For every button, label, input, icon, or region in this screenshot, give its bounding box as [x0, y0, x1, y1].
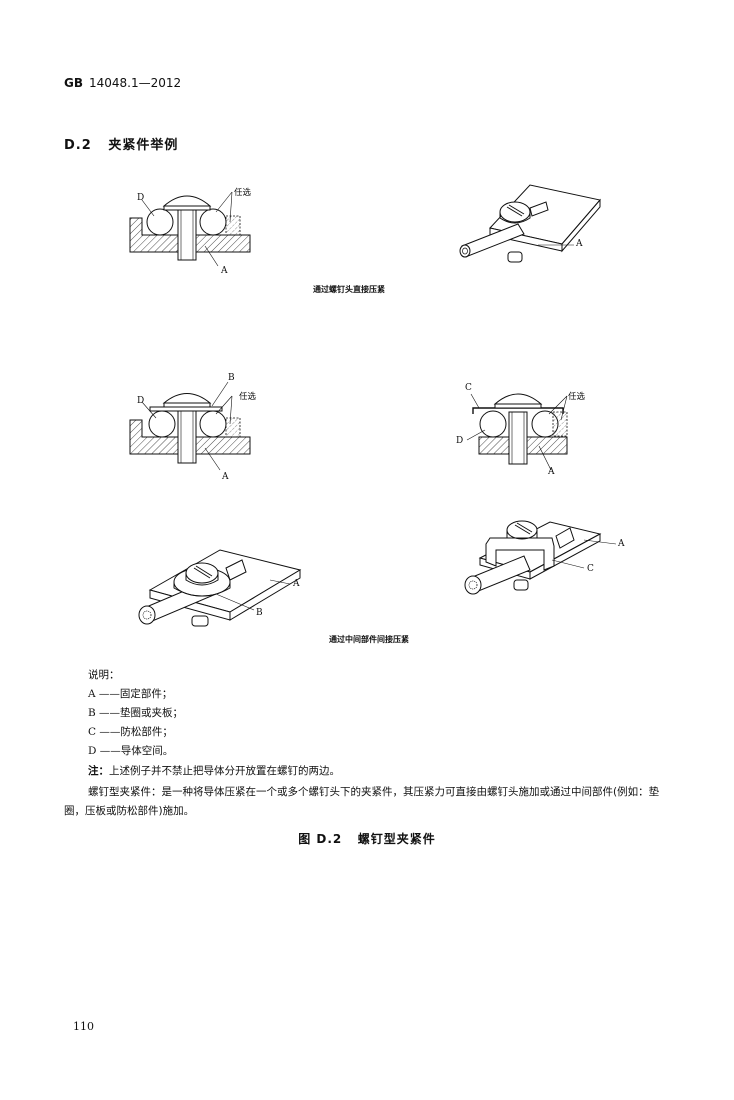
label-c-2: C: [587, 564, 594, 574]
figure-title: 图 D.2 螺钉型夹紧件: [0, 830, 734, 847]
label-optional-3: 任选: [568, 392, 586, 402]
legend-item-c: C ——防松部件；: [88, 726, 173, 738]
label-optional-1: 任选: [234, 188, 252, 198]
legend: 说明： A ——固定部件； B ——垫圈或夹板； C ——防松部件； D ——导…: [88, 666, 183, 761]
page-number: 110: [73, 1020, 94, 1033]
label-optional-2: 任选: [239, 392, 257, 402]
drawing-indirect-isometric-c: [464, 520, 617, 595]
note-text: 上述例子并不禁止把导体分开放置在螺钉的两边。: [109, 765, 340, 777]
label-a-5: A: [293, 579, 300, 589]
legend-item-d: D ——导体空间。: [88, 745, 174, 757]
drawing-indirect-section-b: [129, 381, 251, 471]
label-d-1: D: [137, 193, 145, 203]
label-d-2: D: [137, 396, 145, 406]
figure-title-text: 螺钉型夹紧件: [357, 832, 436, 846]
drawing-direct-section: [129, 191, 251, 267]
legend-item-b: B ——垫圈或夹板；: [88, 707, 184, 719]
caption-direct: 通过螺钉头直接压紧: [313, 285, 385, 294]
note-label: 注：: [88, 765, 109, 777]
label-a-2: A: [576, 239, 583, 249]
section-number: D.2: [64, 138, 92, 153]
label-a-6: A: [618, 539, 625, 549]
note: 注：上述例子并不禁止把导体分开放置在螺钉的两边。: [88, 763, 340, 778]
label-a-1: A: [221, 266, 228, 276]
drawing-indirect-isometric-b: [138, 549, 302, 627]
definition-paragraph: 螺钉型夹紧件：是一种将导体压紧在一个或多个螺钉头下的夹紧件，其压紧力可直接由螺钉…: [64, 786, 660, 817]
drawing-direct-isometric: [459, 184, 601, 263]
standard-code: GB: [64, 76, 83, 90]
figure-number: 图 D.2: [298, 832, 343, 846]
section-title: 夹紧件举例: [108, 138, 179, 153]
label-b-2: B: [256, 608, 263, 618]
caption-indirect: 通过中间部件间接压紧: [329, 635, 409, 644]
label-d-3: D: [456, 436, 464, 446]
label-a-3: A: [222, 472, 229, 482]
drawing-indirect-section-c: [466, 393, 568, 471]
label-c-1: C: [465, 383, 472, 393]
document-header: GB 14048.1—2012: [64, 76, 181, 90]
label-a-4: A: [548, 467, 555, 477]
section-heading: D.2 夹紧件举例: [64, 134, 178, 153]
standard-number: 14048.1—2012: [89, 76, 182, 90]
label-b-1: B: [228, 373, 235, 383]
legend-item-a: A ——固定部件；: [88, 688, 173, 700]
legend-title: 说明：: [88, 669, 120, 681]
